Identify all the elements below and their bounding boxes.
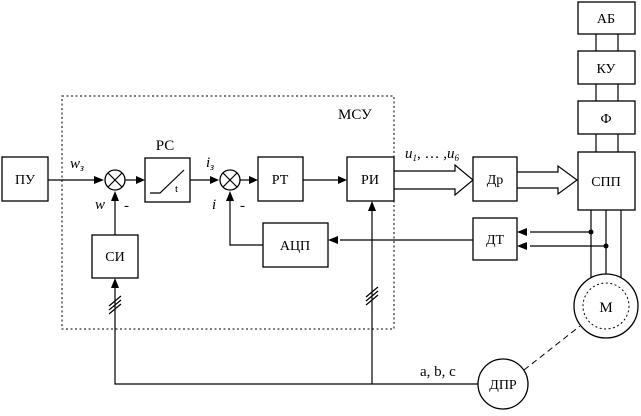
block-f-label: Ф xyxy=(600,112,611,127)
bus-marker-ri xyxy=(365,286,379,306)
block-dr-label: Др xyxy=(487,173,504,188)
block-rs xyxy=(144,157,191,203)
signal-w-feedback: w xyxy=(95,197,105,213)
arrow-into-dt-2 xyxy=(517,242,527,250)
block-rt-label: РТ xyxy=(272,173,289,188)
block-si xyxy=(91,234,139,279)
arrow-into-rs xyxy=(136,176,145,184)
junction-dot-1 xyxy=(588,229,594,235)
rs-time-label: t xyxy=(175,183,178,195)
motor-rotor xyxy=(582,282,630,330)
signal-abc: a, b, c xyxy=(420,364,456,380)
signal-i-ref: iз xyxy=(206,155,214,173)
block-dpr xyxy=(477,358,529,410)
arrow-into-rt xyxy=(249,176,258,184)
mcu-label: МСУ xyxy=(338,107,372,123)
block-dt-label: ДТ xyxy=(486,233,505,248)
hollow-arrow-ri-to-dr xyxy=(394,163,474,197)
block-dpr-label: ДПР xyxy=(489,378,517,393)
arrow-into-sum1 xyxy=(94,176,104,184)
block-acp-label: АЦП xyxy=(280,239,310,254)
signal-w-ref: wз xyxy=(70,156,84,174)
summing-junction-speed xyxy=(104,169,126,191)
arrow-feedback-sum2 xyxy=(226,191,234,201)
arrow-into-ri xyxy=(338,176,347,184)
wire-dpr-bus-to-si xyxy=(114,288,478,385)
mcu-boundary xyxy=(61,95,395,330)
bus-marker-si xyxy=(108,295,122,315)
motor-label: М xyxy=(599,300,612,316)
block-rs-label: РС xyxy=(156,138,175,154)
block-dr xyxy=(472,156,518,202)
block-ab-label: АБ xyxy=(597,12,615,27)
wire-acp-to-sum2 xyxy=(229,200,263,246)
block-spp xyxy=(577,151,636,211)
arrow-into-ri-bottom xyxy=(368,201,376,211)
arrow-into-si xyxy=(111,278,119,288)
minus-sign-current: - xyxy=(240,198,245,214)
mechanical-link-motor-dpr xyxy=(523,325,581,371)
block-si-label: СИ xyxy=(105,250,124,265)
summing-junction-current xyxy=(219,169,241,191)
block-dt xyxy=(472,217,518,261)
block-spp-label: СПП xyxy=(591,175,621,190)
block-ku xyxy=(577,50,636,85)
block-rt xyxy=(257,156,304,202)
arrow-into-dt-1 xyxy=(517,228,527,236)
motor xyxy=(573,273,639,339)
block-ku-label: КУ xyxy=(597,62,616,77)
hollow-arrow-dr-to-spp xyxy=(517,164,579,196)
block-f xyxy=(577,100,636,135)
arrow-into-sum2 xyxy=(210,176,219,184)
block-ri-label: РИ xyxy=(361,173,379,188)
minus-sign-speed: - xyxy=(124,198,129,214)
signal-u-outputs: u1, … ,u6 xyxy=(405,146,460,163)
arrow-feedback-sum1 xyxy=(111,191,119,201)
arrow-into-acp xyxy=(328,236,338,244)
block-pu xyxy=(1,156,49,202)
block-ri xyxy=(346,156,395,202)
junction-dot-2 xyxy=(603,243,609,249)
signal-i-feedback: i xyxy=(212,197,216,213)
block-pu-label: ПУ xyxy=(15,173,35,188)
block-ab xyxy=(577,1,636,35)
rs-ramp-icon xyxy=(150,169,185,194)
